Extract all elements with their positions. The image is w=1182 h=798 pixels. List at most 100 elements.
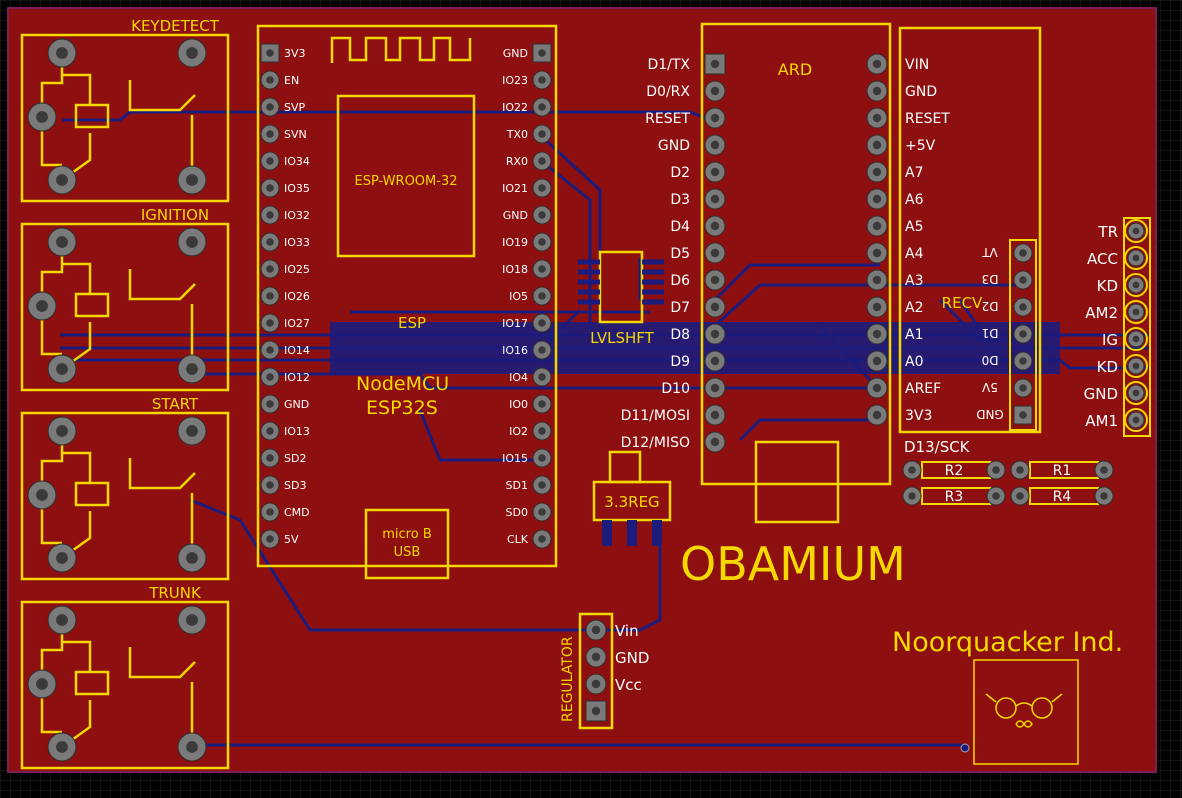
esp-pin-io32-hole [266,211,274,219]
esp-title-line1: NodeMCU [356,373,449,395]
trace-vin [590,545,662,632]
logo-frame [973,659,1079,765]
ard-usb-connector [754,440,840,524]
relay-pad-5-hole [186,174,198,186]
resistor-r3: R3 [902,486,1006,506]
ard-pin-vin-hole [872,59,882,69]
esp-pin-label: CLK [507,533,529,546]
relay-traces [40,620,196,749]
ard-pin-a4-hole [872,248,882,258]
ard-pin-d1/tx-hole [710,59,720,69]
recv-pin-d2-hole [1019,303,1027,311]
resistor-pad-b-hole [1100,466,1108,474]
ard-pin-label: GND [658,138,690,154]
esp-pin-gnd-hole [266,400,274,408]
recv-outline [898,26,1042,434]
esp-pin-sd0-hole [538,508,546,516]
relay-coil [74,103,110,129]
relay-label: START [152,395,199,413]
recv-pin-5v-hole [1019,384,1027,392]
resistor-pad-a-hole [908,492,916,500]
header-pin-kd-hole [1132,362,1140,370]
recv-pin-vt-hole [1019,249,1027,257]
esp-pin-gnd-hole [538,211,546,219]
relay-coil [74,292,110,318]
ard-pin-a2-hole [872,302,882,312]
ard-pin-label: A4 [905,246,924,262]
esp-pin-label: IO2 [509,425,528,438]
ard-pin-label: A1 [905,327,923,343]
esp-pin-label: SVN [284,128,307,141]
resistor-pad-a-hole [1016,492,1024,500]
ard-pin-label: D5 [670,246,690,262]
relay-pad-4-hole [56,174,68,186]
relay-pad-1-hole [56,47,68,59]
ard-pin-label: A5 [905,219,923,235]
esp-pin-io14-hole [266,346,274,354]
esp-pin-io4-hole [538,373,546,381]
esp-pin-io34-hole [266,157,274,165]
ard-pin-gnd-hole [872,86,882,96]
relay-traces [40,431,196,560]
esp-pin-label: 5V [284,533,299,546]
esp-pin-label: TX0 [506,128,528,141]
esp-pin-label: GND [503,209,528,222]
ard-pin-label: A6 [905,192,924,208]
regulator-pin-label: Vcc [615,676,642,694]
esp-pin-label: IO23 [502,74,528,87]
recv-pin-label: 5V [981,380,998,394]
esp-pin-io12-hole [266,373,274,381]
via [960,743,970,753]
esp-pin-label: SD2 [284,452,306,465]
ard-pin-d0/rx-hole [710,86,720,96]
reg33-label: 3.3REG [604,493,659,511]
resistor-r4: R4 [1010,486,1114,506]
esp-pin-en-hole [266,76,274,84]
logo-lens-left [995,697,1017,719]
esp-pin-svp-hole [266,103,274,111]
resistor-pad-a-hole [908,466,916,474]
header-ring [1124,381,1148,405]
esp-pin-label: IO5 [509,290,528,303]
trace-start [189,498,590,632]
usb-label-line1: micro B [382,527,432,542]
esp32-module: ESP-WROOM-32 ESP NodeMCU ESP32S micro B … [256,24,558,580]
ard-pin-+5v-hole [872,140,882,150]
esp-pin-sd3-hole [266,481,274,489]
ard-pin-d11/mosi-hole [710,410,720,420]
relay-pad-1-hole [56,236,68,248]
esp-pin-clk-hole [538,535,546,543]
ard-pin-a0-hole [872,356,882,366]
logo-lens-right [1031,697,1053,719]
esp-pin-5v-hole [266,535,274,543]
header-pin-label: IG [1102,331,1118,349]
arduino-module: ARD D1/TXD0/RXRESETGNDD2D3D4D5D6D7D8D9D1… [621,22,971,524]
relay-pad-2-hole [186,614,198,626]
ard-pin-label: +5V [905,138,936,154]
ard-pin-label: D12/MISO [621,435,690,451]
esp-pin-label: IO15 [502,452,528,465]
ard-pin-label: A0 [905,354,923,370]
esp-pin-label: SD3 [284,479,306,492]
esp-pin-io5-hole [538,292,546,300]
esp-pin-io35-hole [266,184,274,192]
noorquacker-logo [973,659,1079,765]
relay-pad-2-hole [186,236,198,248]
relay-outline [20,33,230,203]
ard-pin-label: D3 [670,192,690,208]
relay-pad-4-hole [56,552,68,564]
recv-pin-label: D0 [982,353,999,367]
ard-pin-d7-hole [710,302,720,312]
esp-pin-label: IO4 [509,371,528,384]
ard-pin-label: D7 [670,300,690,316]
esp-pin-label: IO27 [284,317,310,330]
relay-pad-2-hole [186,425,198,437]
ard-bottom-label: D13/SCK [904,438,971,456]
resistor-label: R1 [1053,463,1072,479]
relay-pad-4-hole [56,363,68,375]
ard-pin-gnd-hole [710,140,720,150]
relay-outline [20,222,230,392]
relay-pad-1-hole [56,614,68,626]
wroom-label: ESP-WROOM-32 [355,174,458,189]
esp-pin-label: IO0 [509,398,528,411]
